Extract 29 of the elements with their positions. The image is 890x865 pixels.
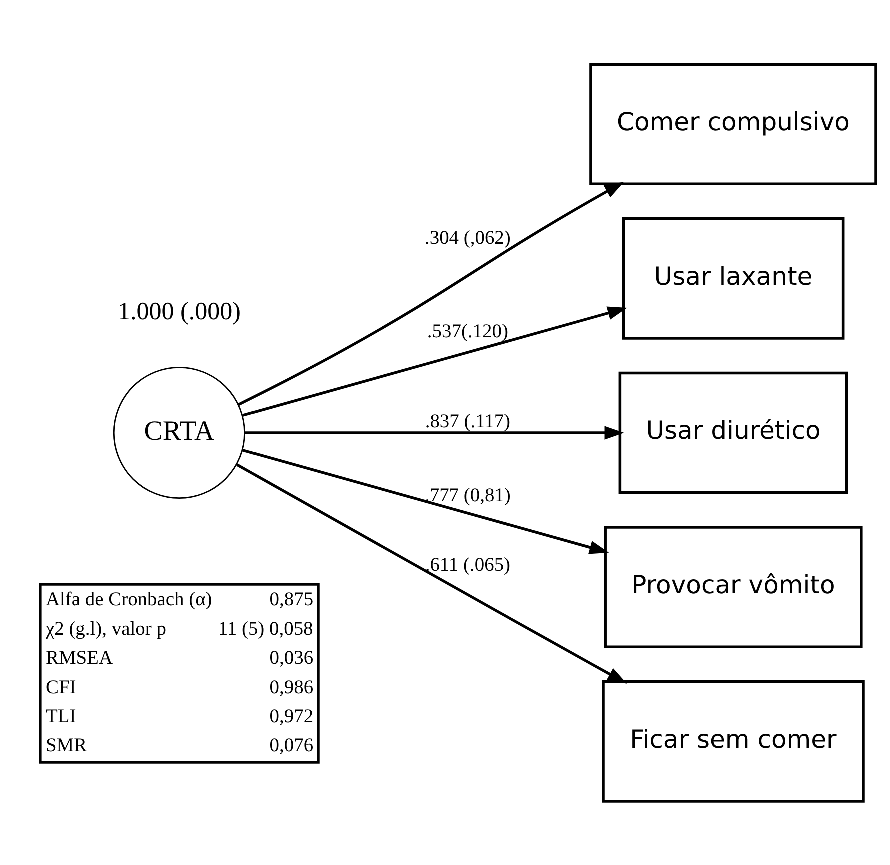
label: RMSEA bbox=[46, 648, 114, 669]
node-box: Provocar vômito bbox=[604, 526, 863, 648]
node-circle: CRTA bbox=[113, 366, 246, 499]
label: 0,986 bbox=[270, 676, 314, 698]
label: 0,875 bbox=[270, 589, 314, 610]
label: 0,972 bbox=[270, 706, 314, 727]
label: 0,076 bbox=[270, 735, 314, 756]
node-box: Comer compulsivo bbox=[590, 62, 878, 186]
node-box: Ficar sem comer bbox=[602, 680, 865, 802]
node-box: Usar diurético bbox=[618, 371, 848, 494]
arrow bbox=[242, 306, 628, 416]
label: TLI bbox=[46, 706, 76, 727]
label: SMR bbox=[46, 735, 88, 756]
label: χ2 (g.l), valor p bbox=[46, 618, 166, 640]
arrow bbox=[238, 182, 624, 406]
edge-label: .304 (,062) bbox=[424, 228, 511, 249]
edge-label: .837 (.117) bbox=[425, 411, 511, 432]
label: 11 (5) 0,058 bbox=[218, 618, 314, 640]
edge-label: .611 (.065) bbox=[425, 554, 511, 576]
edge-label: .537(.120) bbox=[427, 320, 508, 342]
arrow bbox=[236, 463, 628, 684]
node-box: Usar laxante bbox=[622, 217, 845, 340]
node-label: 1.000 (.000) bbox=[118, 298, 241, 326]
label: Alfa de Cronbach (α) bbox=[46, 589, 212, 610]
arrow bbox=[242, 448, 610, 554]
label: 0,036 bbox=[270, 648, 314, 669]
edge-label: .777 (0,81) bbox=[424, 484, 511, 506]
arrow bbox=[245, 426, 624, 440]
label: CFI bbox=[46, 676, 76, 698]
